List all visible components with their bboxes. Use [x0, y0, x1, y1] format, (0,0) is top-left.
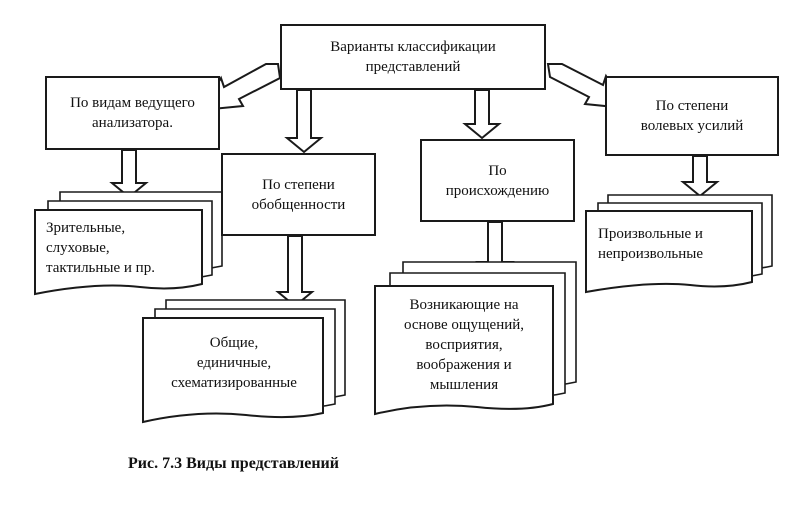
- figure-caption-text: Рис. 7.3 Виды представлений: [128, 455, 339, 472]
- document-stack-analyzer: [34, 191, 223, 296]
- root-node-label: Варианты классификации представлений: [330, 39, 496, 75]
- document-page-front: [142, 317, 324, 424]
- document-page-front: [585, 210, 753, 294]
- result-label-generalization: Общие, единичные, схематизированные: [171, 335, 297, 391]
- result-text-generalization: Общие, единичные, схематизированные: [150, 320, 318, 406]
- result-text-analyzer: Зрительные, слуховые, тактильные и пр.: [46, 214, 200, 282]
- category-label-origin: По происхождению: [445, 162, 550, 199]
- document-stack-generalization: [142, 299, 346, 424]
- category-label-analyzer: По видам ведущего анализатора.: [70, 95, 195, 131]
- arrow-generalization-to-types: [275, 235, 315, 308]
- category-node-volition: По степени волевых усилий: [605, 76, 779, 156]
- root-node: Варианты классификации представлений: [280, 24, 546, 90]
- arrow-root-to-origin: [462, 89, 502, 140]
- document-stack-volition: [585, 194, 773, 294]
- result-text-origin: Возникающие на основе ощущений, восприят…: [380, 290, 548, 400]
- result-text-volition: Произвольные и непроизвольные: [598, 216, 748, 272]
- arrow-analyzer-to-types: [109, 149, 149, 199]
- result-label-analyzer: Зрительные, слуховые, тактильные и пр.: [46, 220, 155, 276]
- category-node-origin: По происхождению: [420, 139, 575, 222]
- document-page-front: [374, 285, 554, 416]
- arrow-root-to-generalization: [284, 89, 324, 154]
- figure-caption: Рис. 7.3 Виды представлений: [128, 452, 528, 476]
- category-label-volition: По степени волевых усилий: [640, 98, 744, 134]
- category-node-generalization: По степени обобщенности: [221, 153, 376, 236]
- result-label-origin: Возникающие на основе ощущений, восприят…: [403, 297, 525, 393]
- document-page-front: [34, 209, 203, 296]
- category-node-analyzer: По видам ведущего анализатора.: [45, 76, 220, 150]
- arrow-volition-to-types: [680, 155, 720, 198]
- result-label-volition: Произвольные и непроизвольные: [598, 226, 704, 262]
- document-stack-origin: [374, 261, 577, 416]
- category-label-generalization: По степени обобщенности: [251, 176, 346, 213]
